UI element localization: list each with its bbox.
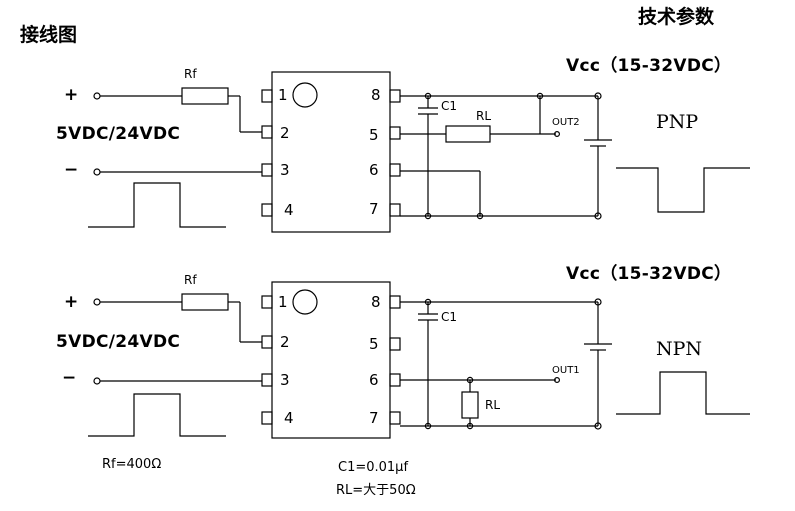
pin-4-top: 4: [284, 201, 294, 219]
rl-label-top: RL: [476, 109, 492, 123]
pin-8-bottom: 8: [371, 293, 381, 311]
pin-1-bottom: 1: [278, 293, 288, 311]
pin-stub: [389, 411, 401, 425]
pin-stub: [389, 203, 401, 217]
vcc-label-bottom: Vcc（15-32VDC）: [566, 264, 732, 284]
rl-resistor-top: [445, 125, 491, 143]
terminal-minus: [93, 168, 101, 176]
pin-8-top: 8: [371, 86, 381, 104]
npn-circuit: [88, 281, 750, 439]
rf-resistor-bottom: [181, 293, 229, 311]
pin-stub: [261, 411, 273, 425]
pin-7-top: 7: [369, 200, 379, 218]
tech-params-heading: 技术参数: [638, 6, 715, 28]
vcc-label-top: Vcc（15-32VDC）: [566, 56, 732, 76]
terminal-plus: [93, 298, 101, 306]
pin-3-bottom: 3: [280, 371, 290, 389]
npn-label: NPN: [656, 338, 703, 360]
pin-stub: [389, 337, 401, 351]
rf-label-bottom: Rf: [184, 273, 197, 287]
plus-label-bottom: +: [64, 292, 79, 312]
pin-2-top: 2: [280, 124, 290, 142]
pin-stub: [261, 89, 273, 103]
pin-5-bottom: 5: [369, 335, 379, 353]
pin1-marker-top: [292, 82, 318, 108]
pin-2-bottom: 2: [280, 333, 290, 351]
pin-stub: [389, 373, 401, 387]
pin-6-bottom: 6: [369, 371, 379, 389]
pnp-circuit: [88, 71, 750, 233]
pin-stub: [261, 295, 273, 309]
c1-label-bottom: C1: [441, 310, 458, 324]
c1-value-note: C1=0.01μf: [338, 460, 409, 475]
out1-label: OUT1: [552, 365, 580, 376]
pin-7-bottom: 7: [369, 409, 379, 427]
rl-label-bottom: RL: [485, 398, 501, 412]
terminal-minus: [93, 377, 101, 385]
c1-label-top: C1: [441, 99, 458, 113]
pin-stub: [389, 295, 401, 309]
input-voltage-bottom: 5VDC/24VDC: [56, 332, 181, 352]
pin-6-top: 6: [369, 161, 379, 179]
pin-3-top: 3: [280, 161, 290, 179]
rl-value-note: RL=大于50Ω: [336, 483, 416, 498]
pnp-waveform: [616, 167, 750, 213]
pin-stub: [389, 163, 401, 177]
rf-label-top: Rf: [184, 67, 197, 81]
pin-stub: [261, 125, 273, 139]
minus-label-top: −: [64, 160, 79, 180]
pin-4-bottom: 4: [284, 409, 294, 427]
pnp-label: PNP: [656, 111, 699, 133]
pin-stub: [389, 89, 401, 103]
input-pulse-bottom: [88, 393, 226, 437]
page-title: 接线图: [20, 24, 78, 46]
rl-resistor-bottom: [461, 391, 479, 419]
plus-label-top: +: [64, 85, 79, 105]
pin-5-top: 5: [369, 126, 379, 144]
pin-stub: [261, 203, 273, 217]
ic-body-bottom: [271, 281, 391, 439]
pin-stub: [261, 335, 273, 349]
pin-stub: [261, 163, 273, 177]
input-pulse-top: [88, 182, 226, 228]
pin1-marker-bottom: [292, 289, 318, 315]
minus-label-bottom: −: [62, 368, 77, 388]
pin-1-top: 1: [278, 86, 288, 104]
npn-waveform: [616, 371, 750, 415]
rf-resistor-top: [181, 87, 229, 105]
terminal-plus: [93, 92, 101, 100]
pin-stub: [389, 126, 401, 140]
pin-stub: [261, 373, 273, 387]
ic-body-top: [271, 71, 391, 233]
out2-label: OUT2: [552, 117, 580, 128]
input-voltage-top: 5VDC/24VDC: [56, 124, 181, 144]
rf-value-note: Rf=400Ω: [102, 457, 162, 472]
